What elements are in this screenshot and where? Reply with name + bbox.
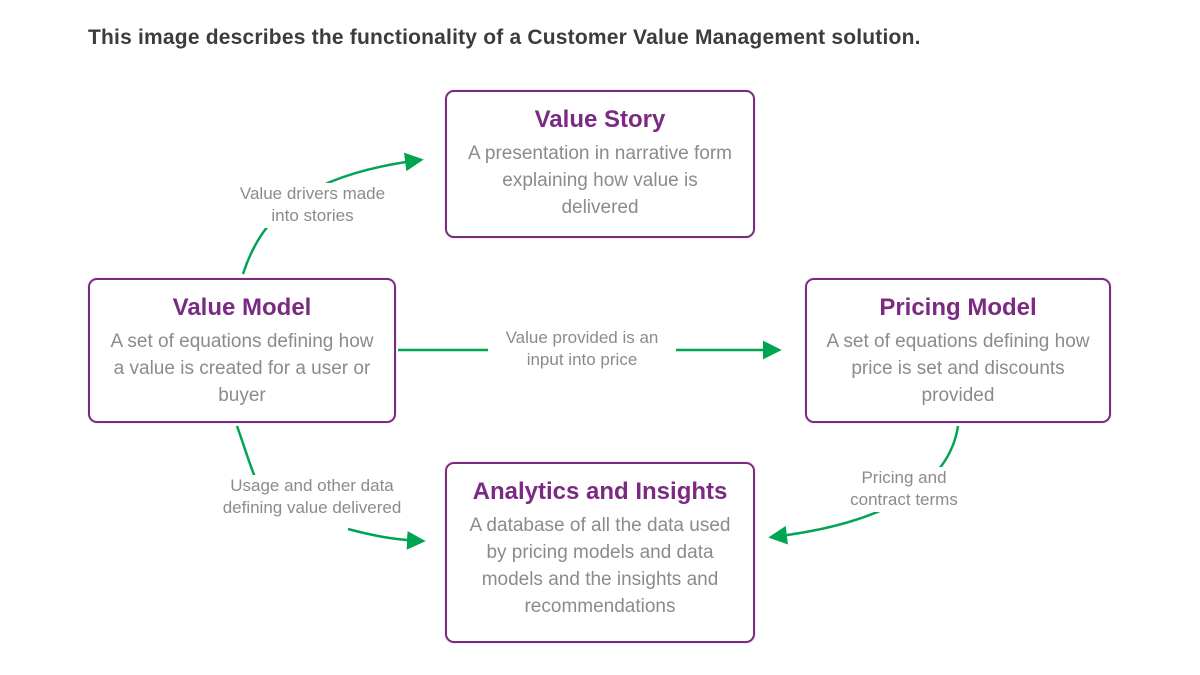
- value-model-description: A set of equations defining how a value …: [110, 330, 374, 406]
- analytics-title: Analytics and Insights: [472, 478, 728, 505]
- arrow-value-model-to-analytics-head: [347, 527, 426, 550]
- pricing-model-description: A set of equations defining how price is…: [826, 330, 1090, 406]
- value-story-description: A presentation in narrative form explain…: [467, 142, 733, 218]
- edge-label-usage-data: Usage and other data defining value deli…: [222, 475, 402, 520]
- page-title: This image describes the functionality o…: [88, 26, 921, 49]
- node-value-model: Value Model A set of equations defining …: [88, 278, 396, 423]
- edge-label-pricing-terms: Pricing and contract terms: [833, 467, 975, 512]
- analytics-description: A database of all the data used by prici…: [469, 514, 731, 617]
- value-model-title: Value Model: [172, 294, 312, 321]
- value-story-title: Value Story: [534, 106, 666, 133]
- node-value-story: Value Story A presentation in narrative …: [445, 90, 755, 238]
- node-pricing-model: Pricing Model A set of equations definin…: [805, 278, 1111, 423]
- pricing-model-title: Pricing Model: [879, 294, 1037, 321]
- edge-label-value-drivers: Value drivers made into stories: [230, 183, 395, 228]
- node-analytics-and-insights: Analytics and Insights A database of all…: [445, 462, 755, 643]
- edge-label-value-provided: Value provided is an input into price: [488, 327, 676, 372]
